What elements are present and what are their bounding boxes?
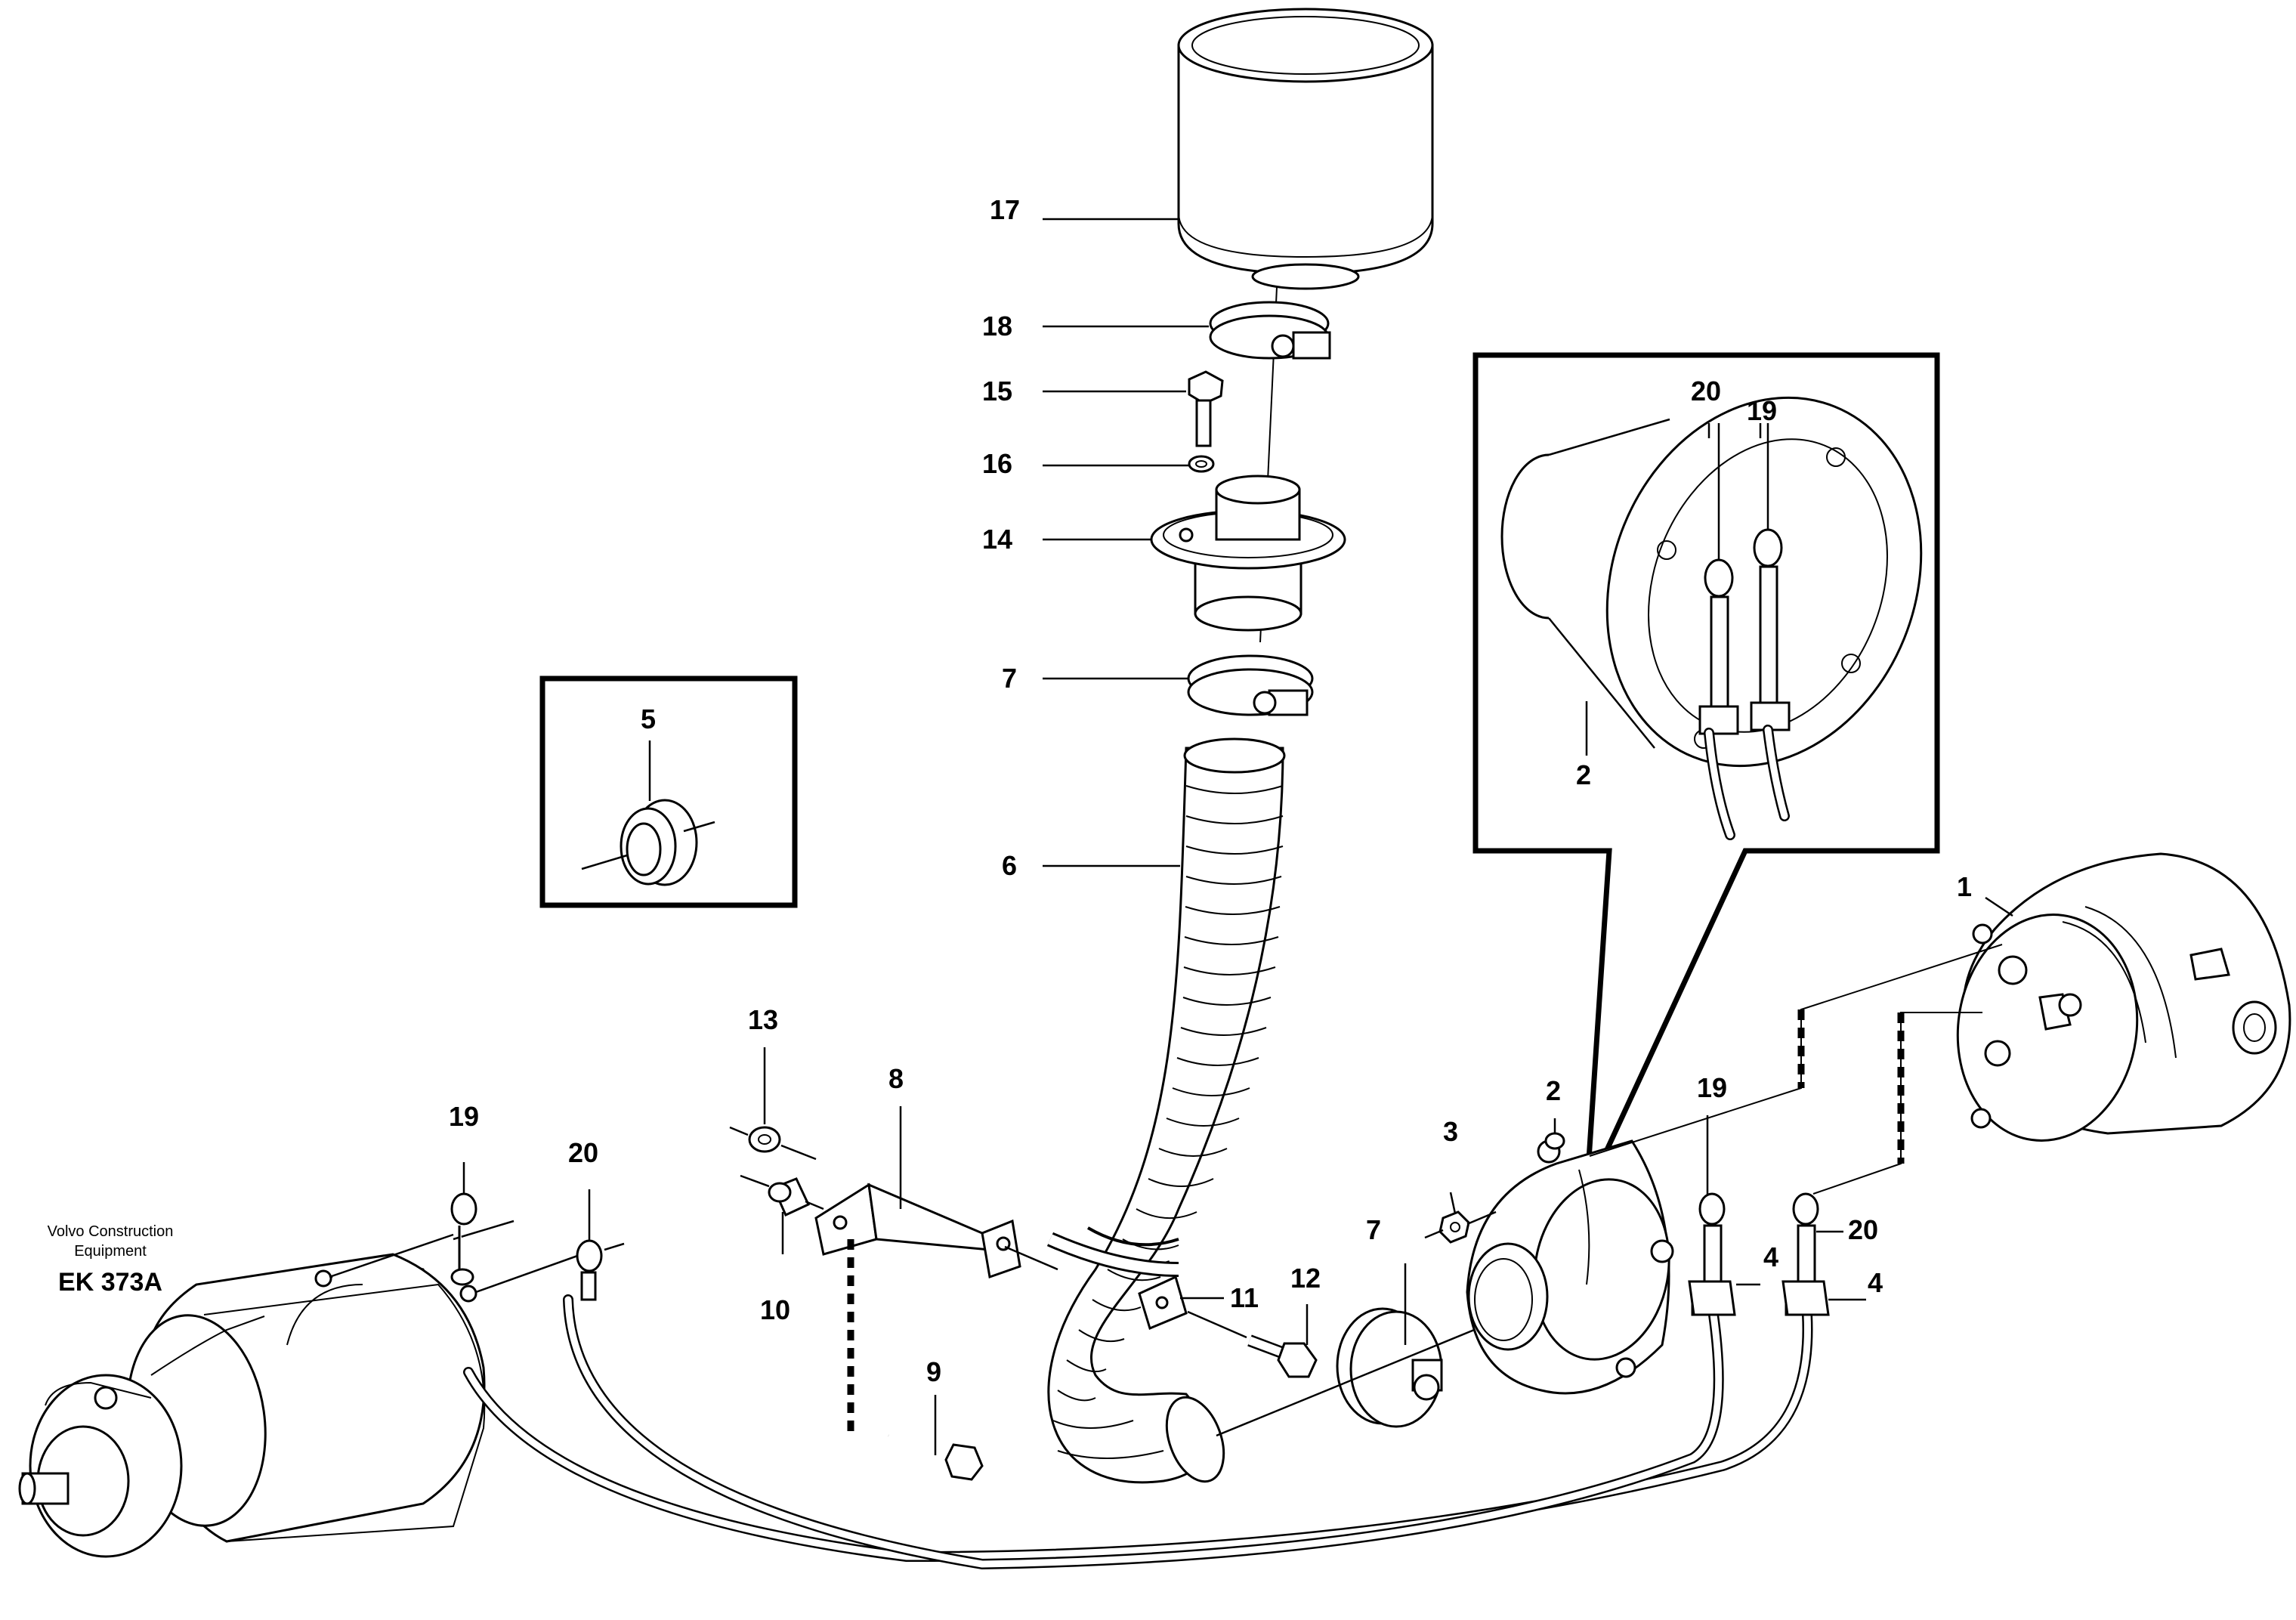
cable-clip-part-4-b	[1781, 1280, 1830, 1316]
terminal-19-left	[450, 1192, 515, 1286]
brand-line-1: Volvo Construction	[48, 1223, 174, 1240]
callout-4-a: 4	[1763, 1241, 1778, 1272]
cable-clip-part-4-a	[1688, 1280, 1736, 1316]
callout-3: 3	[1443, 1116, 1458, 1147]
callout-7-bottom: 7	[1366, 1214, 1381, 1245]
alternator-part-1	[1956, 852, 2291, 1142]
callout-4-b: 4	[1868, 1267, 1883, 1298]
callout-11: 11	[1230, 1282, 1259, 1313]
callout-12: 12	[1290, 1263, 1321, 1294]
hose-band-part-11	[1046, 1232, 1188, 1331]
nut-part-3	[1438, 1210, 1470, 1244]
callout-19-inset: 19	[1747, 395, 1777, 426]
air-filter-part-17	[1177, 8, 1434, 290]
bolt-part-9	[887, 1432, 984, 1481]
callout-2: 2	[1546, 1075, 1561, 1106]
terminal-20-left	[576, 1239, 625, 1301]
starter-motor	[18, 1253, 486, 1558]
callout-20-left: 20	[568, 1137, 598, 1168]
washer-part-13	[729, 1126, 817, 1161]
bracket-part-8	[814, 1183, 1021, 1279]
callout-13: 13	[748, 1004, 778, 1035]
inset-housing	[1500, 396, 1923, 768]
callout-19-right: 19	[1697, 1072, 1727, 1103]
bolt-part-12	[1247, 1334, 1318, 1378]
leader-lines	[462, 218, 2013, 1455]
flex-hose-part-6	[1047, 737, 1286, 1484]
intake-adapter-part-14	[1150, 475, 1346, 632]
inset-terminal-20	[1698, 423, 1739, 840]
callout-2-inset: 2	[1576, 759, 1591, 790]
hose-clamp-part-7-top	[1187, 654, 1314, 716]
callout-1: 1	[1957, 871, 1972, 902]
spacer-part-10	[740, 1174, 824, 1217]
brand-line-2: Equipment	[74, 1243, 147, 1260]
callout-labels: 17 18 15 16 14 7 6 5 20 19 2 1 13 8 2 19…	[449, 194, 1972, 1387]
inset-box-terminals	[1472, 352, 1940, 1195]
callout-6: 6	[1002, 850, 1017, 881]
callout-14: 14	[982, 524, 1012, 555]
callout-9: 9	[926, 1356, 941, 1387]
callout-8: 8	[888, 1063, 904, 1094]
callout-18: 18	[982, 311, 1012, 342]
fan-housing-part-2	[1466, 1139, 1674, 1395]
axis-line-hose	[1216, 1313, 1512, 1437]
doc-id: EK 373A	[58, 1268, 162, 1297]
inset-box-part-5	[539, 676, 798, 908]
callout-20-right: 20	[1848, 1214, 1878, 1245]
callout-17: 17	[990, 194, 1020, 225]
callout-16: 16	[982, 448, 1012, 479]
hose-clamp-part-7-bottom	[1336, 1307, 1443, 1428]
inset-terminal-19	[1750, 423, 1791, 821]
callout-19-left: 19	[449, 1101, 479, 1132]
brand-block: Volvo Construction Equipment EK 373A	[48, 1223, 174, 1297]
callout-20-inset: 20	[1691, 376, 1721, 407]
callout-10: 10	[760, 1294, 790, 1325]
hose-clamp-part-18	[1209, 301, 1331, 360]
bolt-part-15	[1188, 370, 1224, 447]
callout-15: 15	[982, 376, 1012, 407]
callout-7-top: 7	[1002, 663, 1017, 694]
callout-5: 5	[641, 703, 656, 734]
grommet-part-5	[581, 799, 715, 886]
stud-part-2	[1544, 1132, 1565, 1150]
washer-part-16	[1188, 455, 1215, 473]
